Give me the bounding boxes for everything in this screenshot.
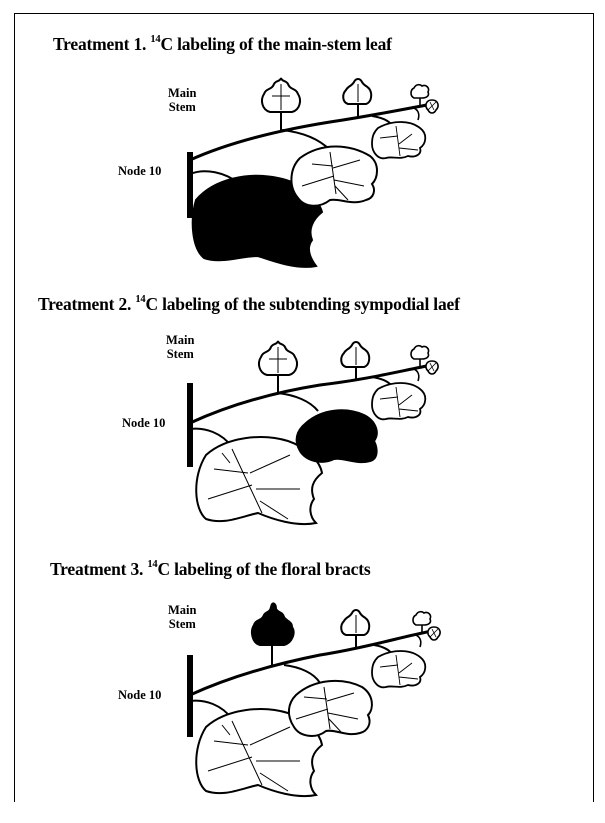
- floral-bracts-2: [341, 342, 369, 367]
- sympodial-leaf-petiole-3: [414, 108, 419, 120]
- treatment-3-panel: Treatment 3. 14C labeling of the floral …: [0, 545, 605, 805]
- sympodial-leaf-petiole-1: [284, 665, 320, 683]
- treatment-1-title-isotope-mass: 14: [150, 34, 160, 45]
- treatment-1-plant-diagram: [0, 60, 605, 300]
- floral-bracts-2: [341, 610, 369, 635]
- sympodial-leaf-petiole-3: [414, 369, 419, 381]
- sympodial-leaf-petiole-1: [278, 393, 318, 411]
- sympodial-leaf-2: [372, 651, 425, 687]
- floral-bracts-2: [343, 79, 371, 104]
- sympodial-leaf-1: [289, 681, 372, 736]
- treatment-2-title-isotope-mass: 14: [135, 294, 145, 305]
- sympodial-leaf-1: [291, 147, 377, 206]
- floral-bracts-1: [259, 341, 297, 375]
- sympodial-leaf-1: [297, 410, 377, 462]
- treatment-2-panel: Treatment 2. 14C labeling of the subtend…: [0, 275, 605, 535]
- treatment-2-plant-diagram: [0, 313, 605, 553]
- treatment-1-title-text: C labeling of the main-stem leaf: [160, 34, 391, 54]
- treatment-3-title-text: C labeling of the floral bracts: [157, 559, 370, 579]
- treatment-1-title: Treatment 1. 14C labeling of the main-st…: [53, 34, 392, 55]
- treatment-2-title-text: C labeling of the subtending sympodial l…: [145, 294, 459, 314]
- treatment-3-title-prefix: Treatment 3.: [50, 559, 147, 579]
- treatment-3-plant-diagram: [0, 583, 605, 823]
- treatment-1-title-prefix: Treatment 1.: [53, 34, 150, 54]
- treatment-1-panel: Treatment 1. 14C labeling of the main-st…: [0, 0, 605, 260]
- treatment-2-title-prefix: Treatment 2.: [38, 294, 135, 314]
- sympodial-leaf-petiole-3: [416, 635, 421, 647]
- floral-bracts-1: [262, 78, 300, 112]
- sympodial-leaf-2: [372, 122, 425, 158]
- floral-bracts-1: [252, 603, 294, 645]
- treatment-3-title: Treatment 3. 14C labeling of the floral …: [50, 559, 370, 580]
- treatment-3-title-isotope-mass: 14: [147, 559, 157, 570]
- treatment-2-title: Treatment 2. 14C labeling of the subtend…: [38, 294, 460, 315]
- sympodial-leaf-2: [372, 383, 425, 419]
